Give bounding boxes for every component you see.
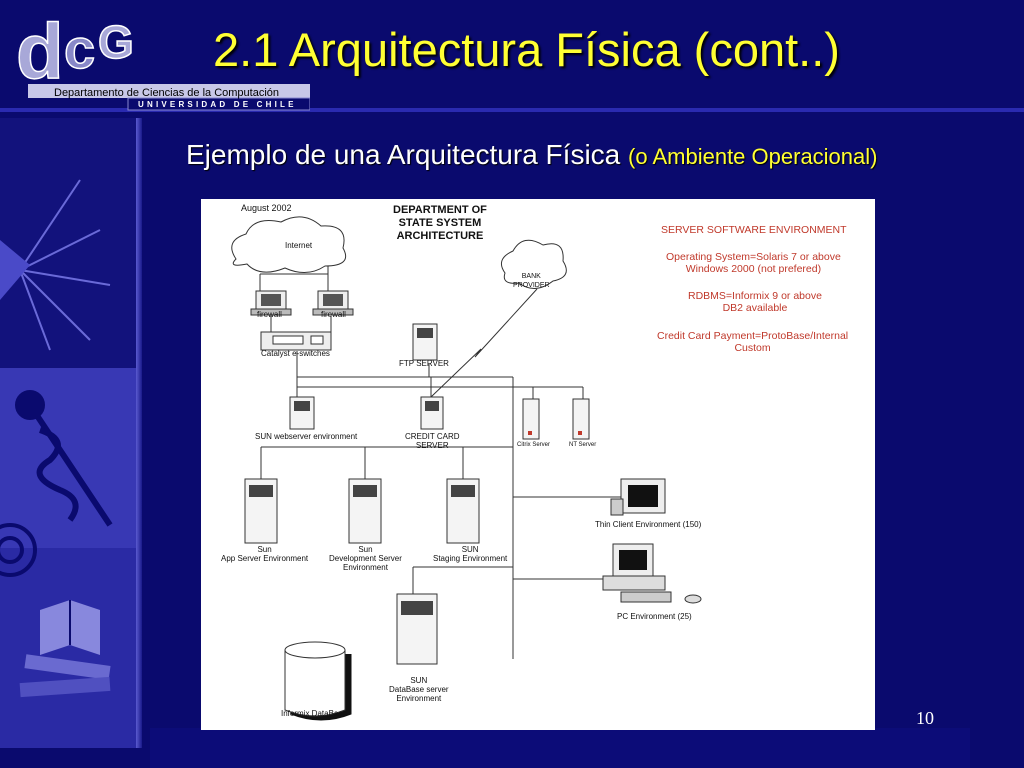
env-cc: Credit Card Payment=ProtoBase/Internal C… [657,330,849,354]
starburst-icon [0,179,111,351]
dev-server-label: Sun Development Server Environment [329,545,402,572]
slide-title: 2.1 Arquitectura Física (cont..) [213,23,840,76]
caduceus-icon [15,390,113,527]
department-banner [28,84,310,111]
svg-text:c: c [64,17,95,80]
firewall-icon [312,290,354,316]
credit-label: CREDIT CARD SERVER [405,432,460,450]
app-server-label: Sun App Server Environment [221,545,309,563]
staging-label: SUN Staging Environment [433,545,508,563]
ftp-label: FTP SERVER [399,359,449,368]
nt-label: NT Server [569,442,597,448]
firewall-icon [250,290,292,316]
svg-text:d: d [16,7,64,86]
thin-client-label: Thin Client Environment (150) [595,520,702,529]
bank-label: BANK PROVIDER [513,273,550,289]
books-icon [19,600,111,698]
database-icon [284,641,352,721]
pc-icon [602,543,702,604]
sun-web-label: SUN webserver environment [255,432,358,441]
diagram-date: August 2002 [241,203,292,213]
diagram-drawing [231,216,702,721]
subtitle-paren: (o Ambiente Operacional) [628,144,878,169]
catalyst-label: Catalyst e-switches [261,349,330,358]
architecture-diagram: August 2002 DEPARTMENT OF STATE SYSTEM A… [201,199,875,730]
switch-icon [260,331,332,351]
db-server-label: SUN DataBase server Environment [389,676,449,703]
firewall-label-2: firewall [321,310,346,319]
pc-label: PC Environment (25) [617,612,692,621]
internet-label: Internet [285,241,313,250]
monitor-icon [610,478,666,516]
department-name: Departamento de Ciencias de la Computaci… [54,87,280,99]
dcc-logo-icon: d c G [15,6,134,86]
env-rdbms: RDBMS=Informix 9 or above DB2 available [688,290,822,314]
svg-text:G: G [98,16,134,68]
page-number: 10 [916,708,934,728]
firewall-label-1: firewall [257,310,282,319]
diagram-heading: DEPARTMENT OF STATE SYSTEM ARCHITECTURE [393,204,487,242]
slide-subtitle: Ejemplo de una Arquitectura Física (o Am… [186,139,877,171]
env-title: SERVER SOFTWARE ENVIRONMENT [661,224,847,236]
citrix-label: Citrix Server [517,442,551,448]
subtitle-main: Ejemplo de una Arquitectura Física [186,139,621,170]
informix-label: Informix DataBase [281,709,347,718]
env-os: Operating System=Solaris 7 or above Wind… [666,251,841,275]
university-name: UNIVERSIDAD DE CHILE [138,100,297,109]
eye-icon [0,523,37,577]
